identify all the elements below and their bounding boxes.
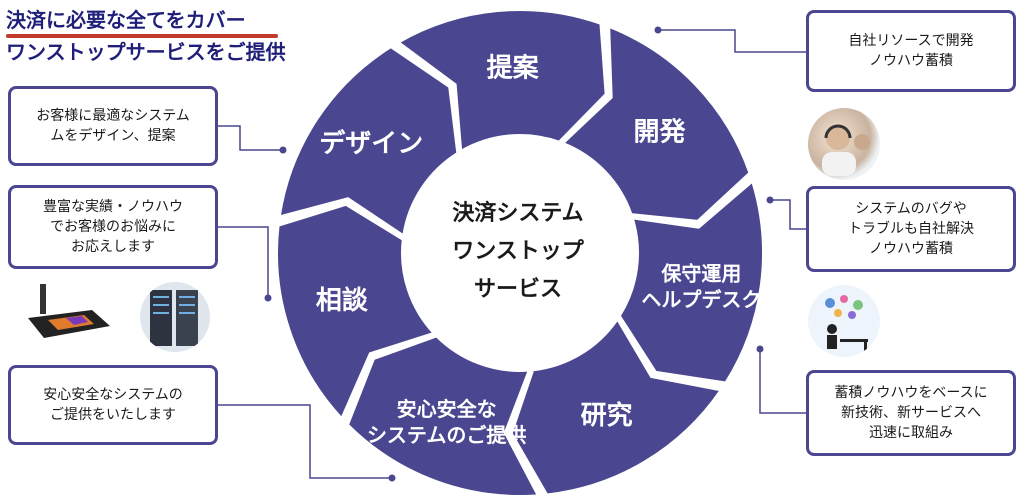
segment-label-safe-system: 安心安全なシステムのご提供 bbox=[367, 396, 526, 446]
server-rack-photo bbox=[140, 282, 210, 352]
center-title: 決済システム ワンストップ サービス bbox=[452, 201, 584, 302]
segment-label-research: 研究 bbox=[581, 399, 633, 430]
connector-design bbox=[218, 125, 283, 151]
connector-safe-dot bbox=[388, 474, 396, 482]
call-center-photo bbox=[808, 108, 880, 180]
connector-lines bbox=[218, 26, 806, 482]
note-design-text: お客様に最適なシステム ムをデザイン、提案 bbox=[36, 108, 190, 144]
note-research: 蓄積ノウハウをベースに 新技術、新サービスへ 迅速に取組み bbox=[806, 370, 1016, 456]
headline: 決済に必要な全てをカバー ワンストップサービスをご提供 bbox=[6, 4, 286, 68]
headset-icon bbox=[822, 124, 870, 176]
segment-label-consultation: 相談 bbox=[316, 285, 369, 316]
connector-research-dot bbox=[756, 345, 764, 353]
segment-label-design: デザイン bbox=[319, 127, 423, 158]
segment-label-proposal: 提案 bbox=[487, 52, 540, 83]
note-safe: 安心安全なシステムの ご提供をいたします bbox=[8, 365, 218, 445]
wheel-segments bbox=[276, 9, 764, 497]
headline-line-2: ワンストップサービスをご提供 bbox=[6, 40, 286, 64]
segment-research bbox=[510, 317, 723, 496]
connector-support bbox=[770, 199, 806, 230]
connector-safe bbox=[218, 404, 392, 479]
headline-line-1: 決済に必要な全てをカバー bbox=[6, 8, 246, 32]
connector-support-dot bbox=[766, 196, 774, 204]
payment-terminal-image bbox=[22, 282, 114, 348]
research-illustration bbox=[808, 285, 880, 357]
connector-design-dot bbox=[279, 146, 287, 154]
segment-safe-system bbox=[346, 335, 540, 497]
segment-development bbox=[561, 25, 751, 222]
segment-support bbox=[618, 180, 764, 384]
note-research-text: 蓄積ノウハウをベースに 新技術、新サービスへ 迅速に取組み bbox=[834, 385, 988, 441]
terminal-icon bbox=[28, 284, 110, 338]
note-consult-text: 豊富な実績・ノウハウ でお客様のお悩みに お応えします bbox=[43, 199, 183, 255]
note-design: お客様に最適なシステム ムをデザイン、提案 bbox=[8, 86, 218, 166]
note-dev-text: 自社リソースで開発 ノウハウ蓄積 bbox=[848, 33, 974, 69]
connector-dev bbox=[658, 29, 806, 53]
note-dev: 自社リソースで開発 ノウハウ蓄積 bbox=[806, 10, 1016, 92]
note-safe-text: 安心安全なシステムの ご提供をいたします bbox=[43, 387, 183, 423]
segment-proposal bbox=[397, 9, 607, 153]
connector-dev-dot bbox=[654, 26, 662, 34]
connector-research bbox=[759, 349, 806, 414]
person-at-desk-icon bbox=[825, 295, 868, 351]
connector-consult bbox=[218, 226, 269, 298]
note-consult: 豊富な実績・ノウハウ でお客様のお悩みに お応えします bbox=[8, 185, 218, 269]
headline-underline bbox=[6, 34, 278, 38]
segment-consultation bbox=[276, 203, 436, 420]
server-icon bbox=[150, 290, 198, 346]
connector-consult-dot bbox=[264, 294, 272, 302]
segment-label-development: 開発 bbox=[634, 117, 687, 147]
note-support: システムのバグや トラブルも自社解決 ノウハウ蓄積 bbox=[806, 186, 1016, 272]
segment-label-support: 保守運用ヘルプデスク bbox=[641, 261, 761, 311]
note-support-text: システムのバグや トラブルも自社解決 ノウハウ蓄積 bbox=[848, 201, 974, 257]
segment-design bbox=[278, 45, 459, 237]
